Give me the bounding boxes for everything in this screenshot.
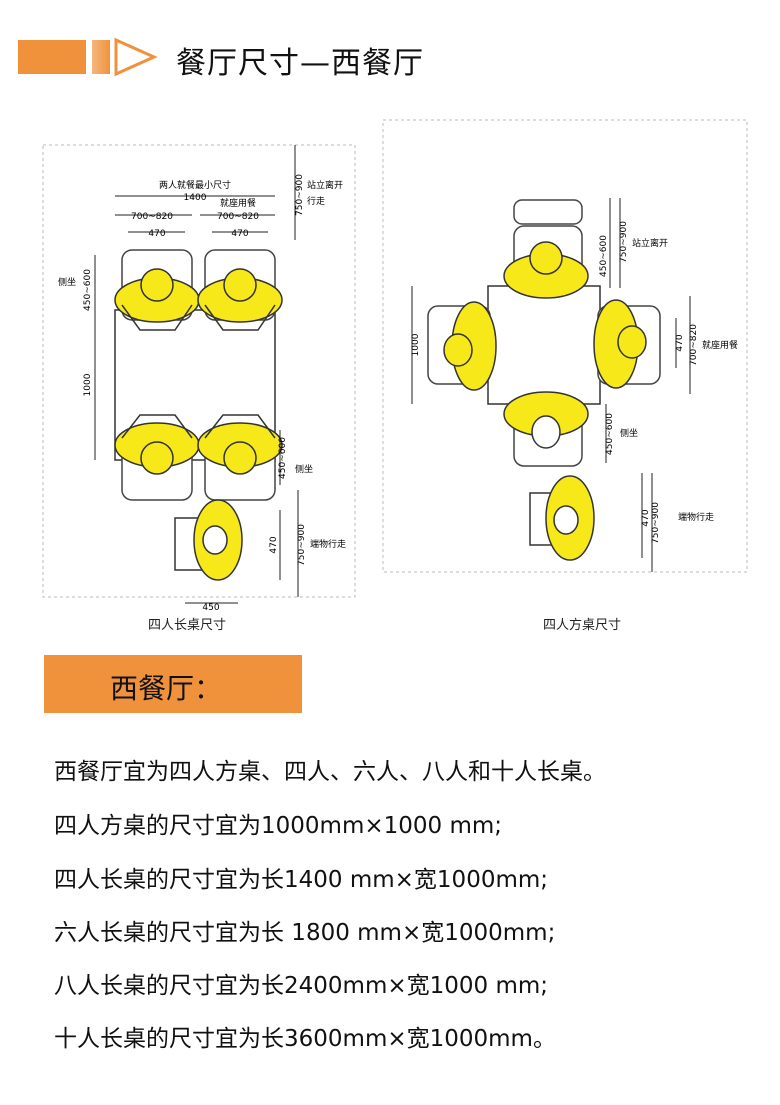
dim-label: 750~900 <box>651 502 661 544</box>
dim-label: 450~600 <box>599 235 609 277</box>
figure-caption: 四人长桌尺寸 <box>148 618 227 633</box>
figure-caption: 四人方桌尺寸 <box>543 618 622 633</box>
dim-label: 470 <box>641 509 651 526</box>
square-table <box>487 285 601 405</box>
page-title: 餐厅尺寸—西餐厅 <box>176 46 424 81</box>
play-arrow-icon <box>114 37 158 77</box>
dim-label: 1400 <box>184 193 207 203</box>
dim-label: 就座用餐 <box>702 339 738 351</box>
dim-label: 450~600 <box>605 413 615 455</box>
chair <box>513 199 583 225</box>
seated-person <box>443 301 497 391</box>
seated-person <box>503 391 589 449</box>
dim-label: 750~900 <box>295 174 305 216</box>
dim-label: 470 <box>675 334 685 351</box>
square-table-diagram: 750~900 450~600 站立离开 1000 700~820 470 就座… <box>382 119 748 573</box>
diagram-frame <box>42 144 356 598</box>
body-line: 西餐厅宜为四人方桌、四人、六人、八人和十人长桌。 <box>54 759 606 785</box>
dim-label: 1000 <box>83 373 93 396</box>
dim-label: 450~600 <box>83 269 93 311</box>
long-table-diagram: 两人就餐最小尺寸 1400 700~820 700~820 就座用餐 470 4… <box>42 144 356 610</box>
dim-label: 行走 <box>307 195 325 207</box>
dim-label: 端物行走 <box>678 511 714 523</box>
dim-label: 750~900 <box>297 524 307 566</box>
header-block <box>18 40 86 74</box>
walking-person <box>545 475 595 561</box>
dim-label: 450~600 <box>278 437 288 479</box>
dim-label: 700~820 <box>689 324 699 366</box>
dim-label: 700~820 <box>131 212 173 222</box>
header-gradient-block <box>92 40 110 74</box>
body-line: 八人长桌的尺寸宜为长2400mm×宽1000 mm; <box>54 973 549 999</box>
dim-label: 端物行走 <box>310 538 346 550</box>
dim-label: 470 <box>269 536 279 553</box>
dim-label: 侧坐 <box>295 463 313 475</box>
seated-person <box>503 241 589 299</box>
dim-label: 就座用餐 <box>220 197 256 209</box>
section-title: 西餐厅： <box>110 672 223 705</box>
dim-label: 侧坐 <box>58 276 76 288</box>
walking-person <box>193 499 243 581</box>
dim-label: 700~820 <box>217 212 259 222</box>
section-header-bar <box>44 655 302 713</box>
body-line: 六人长桌的尺寸宜为长 1800 mm×宽1000mm; <box>54 920 556 946</box>
diagram-frame <box>382 119 748 573</box>
dim-label: 两人就餐最小尺寸 <box>159 179 231 191</box>
dim-label: 1000 <box>411 333 421 356</box>
body-line: 四人方桌的尺寸宜为1000mm×1000 mm; <box>54 813 503 839</box>
dim-label: 750~900 <box>619 221 629 263</box>
dim-label: 450 <box>202 603 219 610</box>
seated-person <box>593 299 647 389</box>
dim-label: 470 <box>148 229 165 239</box>
dim-label: 470 <box>231 229 248 239</box>
seated-person <box>197 268 283 331</box>
dim-label: 站立离开 <box>632 237 668 249</box>
seated-person <box>197 414 283 475</box>
body-line: 四人长桌的尺寸宜为长1400 mm×宽1000mm; <box>54 867 549 893</box>
dim-label: 站立离开 <box>307 179 343 191</box>
dim-label: 侧坐 <box>620 427 638 439</box>
body-line: 十人长桌的尺寸宜为长3600mm×宽1000mm。 <box>54 1026 556 1052</box>
